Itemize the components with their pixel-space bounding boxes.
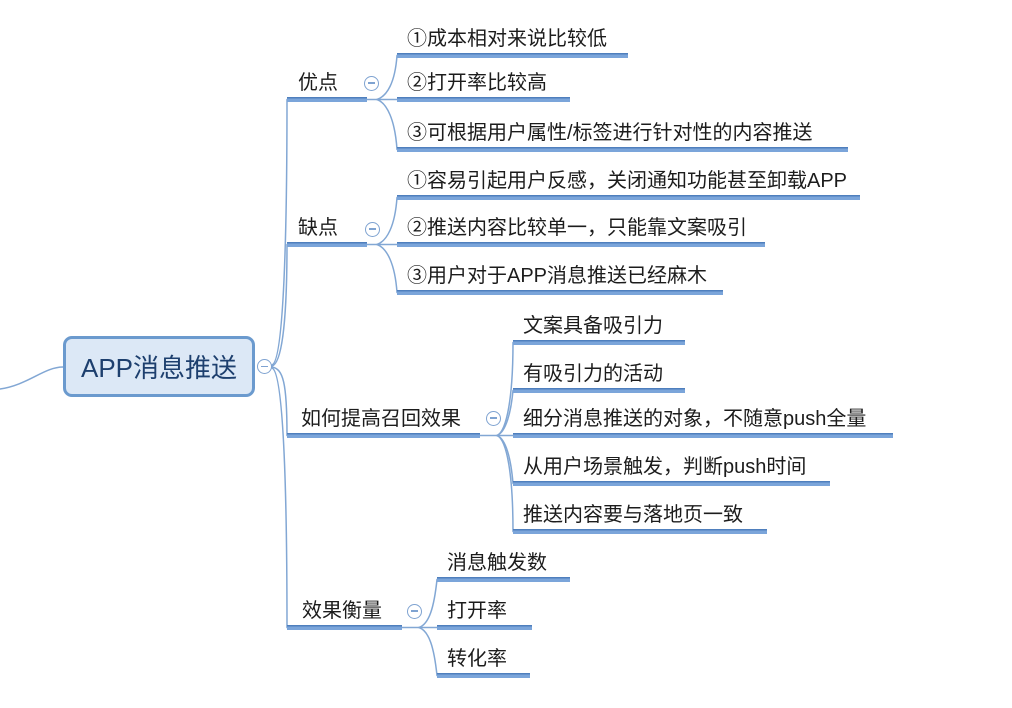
leaf-advantage-2[interactable]: ②打开率比较高 (397, 70, 570, 102)
minus-icon (410, 610, 418, 612)
leaf-recall-2[interactable]: 有吸引力的活动 (513, 361, 685, 393)
connector-group (0, 54, 514, 677)
connector (0, 366, 64, 390)
collapse-icon-advantages[interactable] (363, 75, 379, 91)
leaf-advantage-1[interactable]: ①成本相对来说比较低 (397, 26, 628, 58)
leaf-recall-5[interactable]: 推送内容要与落地页一致 (513, 502, 767, 534)
connector (418, 578, 438, 629)
root-node[interactable]: APP消息推送 (63, 336, 255, 397)
minus-icon (489, 417, 497, 419)
leaf-measure-1[interactable]: 消息触发数 (437, 550, 570, 582)
collapse-icon-improve-recall[interactable] (485, 410, 501, 426)
minus-icon (368, 228, 376, 230)
branch-disadvantages[interactable]: 缺点 (287, 215, 367, 247)
connector (376, 196, 398, 246)
connector (271, 243, 288, 367)
collapse-icon-effect-measurement[interactable] (406, 603, 422, 619)
leaf-recall-4[interactable]: 从用户场景触发，判断push时间 (513, 454, 830, 486)
minus-icon (261, 365, 268, 368)
connector (271, 366, 288, 437)
connector (418, 626, 438, 677)
collapse-icon-root[interactable] (257, 359, 272, 374)
leaf-disadvantage-2[interactable]: ②推送内容比较单一，只能靠文案吸引 (397, 215, 765, 247)
branch-effect-measurement[interactable]: 效果衡量 (287, 598, 402, 630)
branch-advantages[interactable]: 优点 (287, 70, 367, 102)
collapse-icon-disadvantages[interactable] (364, 221, 380, 237)
connector (271, 98, 288, 366)
connector (376, 98, 398, 151)
leaf-measure-3[interactable]: 转化率 (437, 646, 530, 678)
connector (271, 367, 288, 629)
connector (376, 54, 398, 101)
leaf-disadvantage-1[interactable]: ①容易引起用户反感，关闭通知功能甚至卸载APP (397, 168, 860, 200)
leaf-disadvantage-3[interactable]: ③用户对于APP消息推送已经麻木 (397, 263, 723, 295)
leaf-recall-3[interactable]: 细分消息推送的对象，不随意push全量 (513, 406, 893, 438)
branch-improve-recall[interactable]: 如何提高召回效果 (287, 406, 480, 438)
leaf-advantage-3[interactable]: ③可根据用户属性/标签进行针对性的内容推送 (397, 120, 848, 152)
connector (376, 243, 398, 294)
leaf-recall-1[interactable]: 文案具备吸引力 (513, 313, 685, 345)
leaf-measure-2[interactable]: 打开率 (437, 598, 532, 630)
minus-icon (367, 82, 375, 84)
connector (496, 389, 514, 437)
connector (496, 434, 514, 533)
